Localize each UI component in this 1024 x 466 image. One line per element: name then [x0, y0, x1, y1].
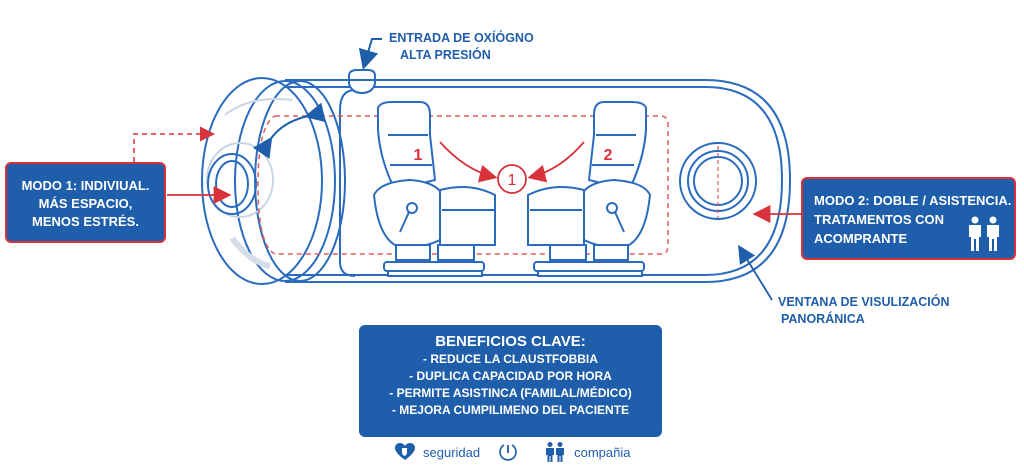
center-marker — [497, 164, 527, 194]
two-people-icon — [969, 216, 999, 251]
legend-label-safety: seguridad — [423, 444, 481, 460]
key-benefits-box: BENEFICIOS CLAVE: - REDUCE LA CLAUSTFOBB… — [359, 325, 662, 437]
mode1-line2: MÁS ESPACIO, — [38, 196, 133, 211]
mode2-line2: TRATAMENTOS CON — [814, 212, 944, 227]
mode2-line1: MODO 2: DOBLE / ASISTENCIA. — [814, 193, 1012, 208]
benefit-item: - PERMITE ASISTINCA (FAMILAL/MÉDICO) — [389, 386, 632, 400]
mode2-line3: ACOMPRANTE — [814, 231, 908, 246]
mode2-callout: MODO 2: DOBLE / ASISTENCIA. TRATAMENTOS … — [801, 177, 1016, 260]
mode1-line1: MODO 1: INDIVIUAL. — [21, 178, 150, 193]
center-marker-number: 1 — [508, 172, 517, 189]
benefits-title: BENEFICIOS CLAVE: — [435, 333, 586, 350]
people-icon — [546, 442, 565, 462]
oxygen-inlet-line1: ENTRADA DE OXÍÓGNO — [389, 31, 534, 45]
seat-right — [527, 101, 652, 277]
benefit-item: - REDUCE LA CLAUSTFOBBIA — [423, 352, 598, 366]
viewing-window-line2: PANORÁNICA — [781, 312, 865, 326]
mode1-callout: MODO 1: INDIVIUAL. MÁS ESPACIO, MENOS ES… — [5, 162, 166, 243]
seat-right-number: 2 — [604, 147, 613, 164]
oxygen-inlet-line2: ALTA PRESIÓN — [400, 48, 491, 62]
left-porthole — [207, 153, 257, 215]
seat-left-number: 1 — [414, 147, 423, 164]
heart-shield-icon — [395, 443, 415, 460]
legend-label-companion: compañia — [574, 444, 631, 460]
viewing-window-line1: VENTANA DE VISULIZACIÓN — [778, 295, 950, 309]
legend: seguridad compañia — [395, 441, 640, 463]
viewing-window-label: VENTANA DE VISULIZACIÓN PANORÁNICA — [778, 294, 950, 328]
oxygen-valve — [348, 69, 376, 95]
capsule-body — [201, 77, 792, 285]
mode1-line3: MENOS ESTRÉS. — [32, 214, 139, 229]
seat-left — [372, 101, 496, 277]
benefit-item: - MEJORA CUMPILIMENO DEL PACIENTE — [391, 403, 630, 417]
benefit-item: - DUPLICA CAPACIDAD POR HORA — [409, 369, 612, 383]
timer-icon — [499, 444, 517, 461]
oxygen-inlet-label: ENTRADA DE OXÍÓGNO ALTA PRESIÓN — [389, 30, 534, 64]
